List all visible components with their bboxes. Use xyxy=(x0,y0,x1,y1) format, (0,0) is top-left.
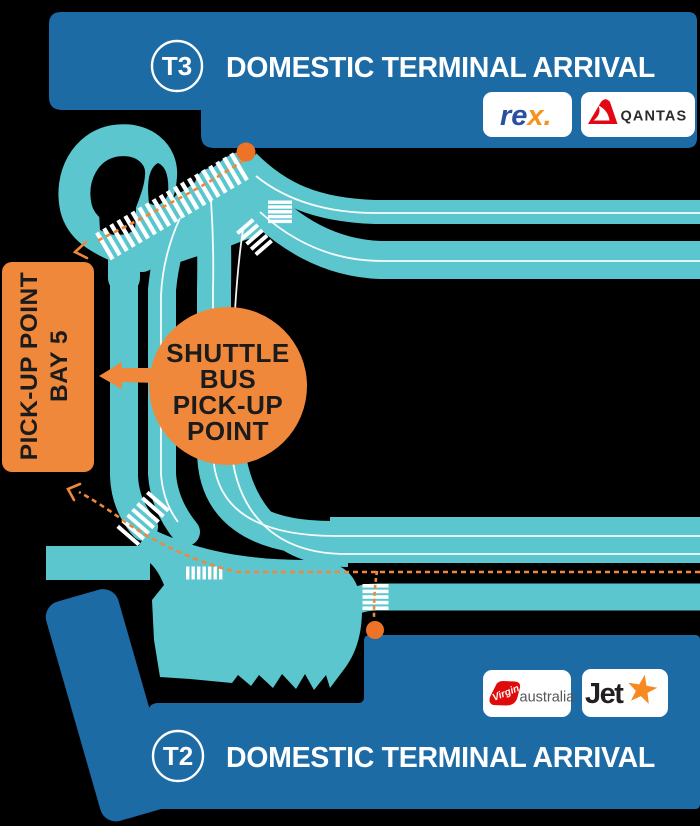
shuttle-circle-line2: BUS xyxy=(200,364,256,394)
route-t3-arrowhead xyxy=(72,240,89,260)
lane-line-upper-out xyxy=(255,175,700,214)
virgin-flag-icon xyxy=(489,681,521,706)
qantas-logo: QANTAS xyxy=(581,92,695,137)
shuttle-circle-line1: SHUTTLE xyxy=(166,338,289,368)
road-upper-main xyxy=(238,182,700,279)
qantas-logo-text: QANTAS xyxy=(621,109,688,125)
crosswalk-plaza-ladder xyxy=(186,566,223,580)
crosswalk-upper-ladder xyxy=(268,200,292,224)
jetstar-star-icon xyxy=(628,674,658,704)
pickup-bay-box xyxy=(2,262,94,472)
t3-title: DOMESTIC TERMINAL ARRIVAL xyxy=(226,52,655,84)
pickup-bay-line1: PICK-UP POINT xyxy=(16,272,43,460)
road-curve-filler xyxy=(225,459,349,567)
jetstar-word: Jet xyxy=(585,678,624,710)
road-upper-out xyxy=(239,153,700,224)
t2-badge-circle xyxy=(151,729,205,783)
t2-badge-label: T2 xyxy=(163,741,193,771)
jetstar-logo-tile xyxy=(582,669,668,717)
road-lane-west xyxy=(110,254,158,541)
t3-stop-dot xyxy=(236,142,256,162)
rex-logo-text: rex. xyxy=(500,100,552,132)
rex-logo-tile xyxy=(483,92,572,137)
t3-badge-label: T3 xyxy=(162,51,192,81)
shuttle-circle-line3: PICK-UP xyxy=(173,390,283,420)
t3-badge-circle xyxy=(150,39,204,93)
virgin-label-text: australia xyxy=(520,690,576,706)
crosswalk-bay-diagonal xyxy=(116,490,170,547)
lane-line-upper-main xyxy=(259,211,700,262)
pickup-bay-sign: PICK-UP POINT BAY 5 xyxy=(2,262,94,472)
virgin-australia-logo: Virgin australia xyxy=(483,670,575,717)
route-t2-arrowhead xyxy=(66,482,82,502)
road-lower-south xyxy=(325,583,700,624)
shuttle-pickup-callout: SHUTTLE BUS PICK-UP POINT xyxy=(99,307,307,465)
t2-stop-dot xyxy=(366,621,384,639)
shuttle-circle-line4: POINT xyxy=(187,416,269,446)
shuttle-arrow-icon xyxy=(99,362,158,389)
shuttle-routes xyxy=(66,142,700,639)
t2-banner: T2 DOMESTIC TERMINAL ARRIVAL Virgin aust… xyxy=(114,635,700,809)
pickup-bay-line2: BAY 5 xyxy=(46,330,73,402)
jetstar-logo: Jet xyxy=(582,669,668,717)
route-t3-dashed xyxy=(94,158,245,244)
route-t2-branch-dashed xyxy=(372,570,379,618)
lane-line-vertical-mid xyxy=(160,217,181,523)
qantas-kangaroo-white xyxy=(593,105,610,121)
route-t2-dashed xyxy=(78,490,700,574)
loop-hole-small xyxy=(148,163,169,206)
rex-logo: rex. xyxy=(483,92,572,137)
t3-banner: T3 DOMESTIC TERMINAL ARRIVAL rex. QANTAS xyxy=(49,12,697,148)
t2-title: DOMESTIC TERMINAL ARRIVAL xyxy=(226,742,655,774)
crosswalk-small-diagonal xyxy=(236,218,273,257)
shuttle-circle xyxy=(149,307,307,465)
